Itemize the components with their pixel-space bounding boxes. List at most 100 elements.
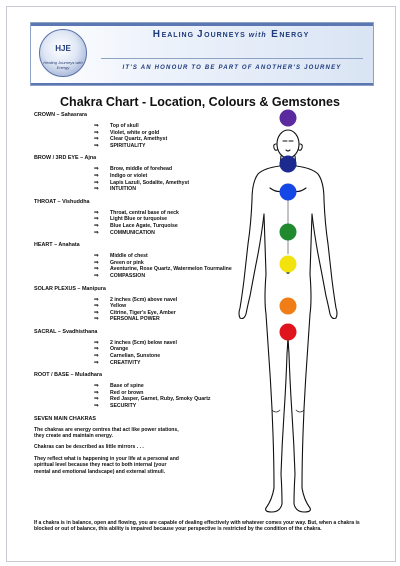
attribute-text: Yellow xyxy=(110,303,127,310)
chakra-dot xyxy=(279,255,297,273)
heading-separator: – xyxy=(54,112,61,118)
chakra-sanskrit-name: Ajna xyxy=(84,155,97,162)
arrow-icon: ⇒ xyxy=(94,129,99,136)
chakra-attribute: ⇒Base of spine xyxy=(94,383,249,390)
attribute-text: Throat, central base of neck xyxy=(110,209,179,216)
chakra-attribute: ⇒ Lapis Lazuli, Sodalite, Amethyst xyxy=(94,180,249,187)
chakra-section: SOLAR PLEXUS – Manipura⇒2 inches (5cm) a… xyxy=(34,286,249,323)
brand-part: J xyxy=(196,29,205,40)
attribute-text: 2 inches (5cm) below navel xyxy=(110,339,177,346)
chakra-attribute: ⇒ 2 inches (5cm) above navel xyxy=(94,297,249,304)
attribute-text: Green or pink xyxy=(110,259,144,266)
chakra-attribute: ⇒ Blue Lace Agate, Turquoise xyxy=(94,223,249,230)
attribute-text: Aventurine, Rose Quartz, Watermelon Tour… xyxy=(110,266,232,273)
arrow-icon: ⇒ xyxy=(94,346,99,353)
attribute-text: Top of skull xyxy=(110,123,139,129)
chakra-sanskrit-name: Sahasrara xyxy=(60,112,88,118)
chakra-attribute: ⇒Middle of chest xyxy=(94,253,249,260)
brand-part: E xyxy=(266,29,280,40)
chakra-attribute: ⇒COMPASSION xyxy=(94,273,249,280)
heading-separator: – xyxy=(56,198,63,205)
chakra-dot xyxy=(279,223,297,241)
chakra-dots xyxy=(279,109,297,341)
chakra-attribute: ⇒ CREATIVITY xyxy=(94,360,249,367)
arrow-icon: ⇒ xyxy=(94,209,99,216)
heading-separator: – xyxy=(78,155,85,162)
page-title: Chakra Chart - Location, Colours & Gemst… xyxy=(60,95,340,109)
chakra-dot xyxy=(279,109,297,127)
heading-separator: – xyxy=(75,285,82,292)
arrow-icon: ⇒ xyxy=(94,303,99,310)
human-outline xyxy=(238,109,338,513)
chakra-attributes: ⇒Base of spine⇒Red or brown⇒Red Jasper, … xyxy=(34,383,249,409)
attribute-text: INTUITION xyxy=(110,186,136,193)
chakra-sanskrit-name: Anahata xyxy=(58,242,80,249)
chakra-heading: BROW / 3RD EYE – Ajna xyxy=(34,155,249,162)
chakra-sanskrit-name: Manipura xyxy=(81,285,106,292)
chakra-attributes: ⇒ 2 inches (5cm) above navel ⇒ Yellow⇒Citri… xyxy=(34,297,249,323)
arrow-icon: ⇒ xyxy=(94,403,99,410)
chakra-attributes: ⇒Top of skull⇒Violet, white or gold⇒Clea… xyxy=(34,123,249,149)
attribute-text: Blue Lace Agate, Turquoise xyxy=(110,222,178,229)
chakra-name: ROOT / BASE xyxy=(34,372,70,379)
chakra-attributes: ⇒Middle of chest⇒Green or pink⇒Aventurin… xyxy=(34,253,249,279)
chakra-attribute: ⇒Carnelian, Sunstone xyxy=(94,353,249,360)
chakra-attribute: ⇒ PERSONAL POWER xyxy=(94,316,249,323)
chakra-section: HEART – Anahata⇒Middle of chest⇒Green or… xyxy=(34,242,249,279)
header-banner: HJE Healing Journeys with Energy HEALING… xyxy=(30,22,374,86)
brand-name: HEALING JOURNEYS with ENERGY xyxy=(101,29,361,40)
chakra-attributes: ⇒Brow, middle of forehead⇒Indigo or viol… xyxy=(34,166,249,192)
arrow-icon: ⇒ xyxy=(94,186,99,193)
chakra-description: They reflect what is happening in your l… xyxy=(34,455,179,475)
arrow-icon: ⇒ xyxy=(94,316,99,323)
arrow-icon: ⇒ xyxy=(94,172,99,179)
brand-part: with xyxy=(248,32,267,39)
arrow-icon: ⇒ xyxy=(94,222,99,229)
arrow-icon: ⇒ xyxy=(94,359,99,366)
heading-separator: – xyxy=(52,242,59,249)
brand-part: H xyxy=(152,29,162,40)
chakra-attribute: ⇒Brow, middle of forehead xyxy=(94,166,249,173)
arrow-icon: ⇒ xyxy=(94,253,99,260)
chakra-attribute: ⇒SECURITY xyxy=(94,403,249,410)
chakra-attribute: ⇒ Violet, white or gold xyxy=(94,130,249,137)
brand-part: EALING xyxy=(161,32,197,39)
chakra-attribute: ⇒Red Jasper, Garnet, Ruby, Smoky Quartz xyxy=(94,396,249,403)
attribute-text: Base of spine xyxy=(110,383,144,390)
chakra-attribute: ⇒Red or brown xyxy=(94,390,249,397)
arrow-icon: ⇒ xyxy=(94,272,99,279)
arrow-icon: ⇒ xyxy=(94,396,99,403)
heading-separator: – xyxy=(69,372,76,379)
chakra-dot xyxy=(279,297,297,315)
heading-separator: – xyxy=(56,328,63,335)
arrow-icon: ⇒ xyxy=(94,179,99,186)
attribute-text: Clear Quartz, Amethyst xyxy=(110,136,168,143)
attribute-text: Light Blue or turquoise xyxy=(110,216,168,223)
attribute-text: 2 inches (5cm) above navel xyxy=(110,296,178,303)
arrow-icon: ⇒ xyxy=(94,266,99,273)
chakra-attribute: ⇒ INTUITION xyxy=(94,186,249,193)
chakra-attribute: ⇒Citrine, Tiger's Eye, Amber xyxy=(94,310,249,317)
chakra-name: SACRAL xyxy=(34,328,57,335)
chakra-list: CROWN – Sahasrara⇒Top of skull⇒Violet, w… xyxy=(34,112,249,480)
attribute-text: Brow, middle of forehead xyxy=(110,166,173,173)
logo-abbreviation: HJE xyxy=(55,44,71,53)
attribute-text: PERSONAL POWER xyxy=(110,316,160,323)
page-border xyxy=(6,6,396,562)
chakra-attributes: ⇒ 2 inches (5cm) below navel⇒Orange⇒Carne… xyxy=(34,340,249,366)
chakra-attribute: ⇒ Aventurine, Rose Quartz, Watermelon Tou… xyxy=(94,266,249,273)
chakra-attribute: ⇒ Throat, central base of neck xyxy=(94,210,249,217)
attribute-text: Lapis Lazuli, Sodalite, Amethyst xyxy=(110,179,190,186)
attribute-text: Indigo or violet xyxy=(110,172,148,179)
chakra-description: Chakras can be described as little mirro… xyxy=(34,444,144,451)
attribute-text: Violet, white or gold xyxy=(110,129,160,136)
arrow-icon: ⇒ xyxy=(94,296,99,303)
chakra-heading: ROOT / BASE – Muladhara xyxy=(34,372,249,379)
tagline: IT'S AN HONOUR TO BE PART OF ANOTHER'S J… xyxy=(122,65,342,71)
chakra-sanskrit-name: Svadhisthana xyxy=(62,328,98,335)
logo-ring-text: Healing Journeys with Energy xyxy=(43,60,83,70)
attribute-text: CREATIVITY xyxy=(110,359,141,366)
attribute-text: COMMUNICATION xyxy=(110,229,155,236)
chakra-attribute: ⇒ Yellow xyxy=(94,303,249,310)
chakra-attribute: ⇒Orange xyxy=(94,346,249,353)
